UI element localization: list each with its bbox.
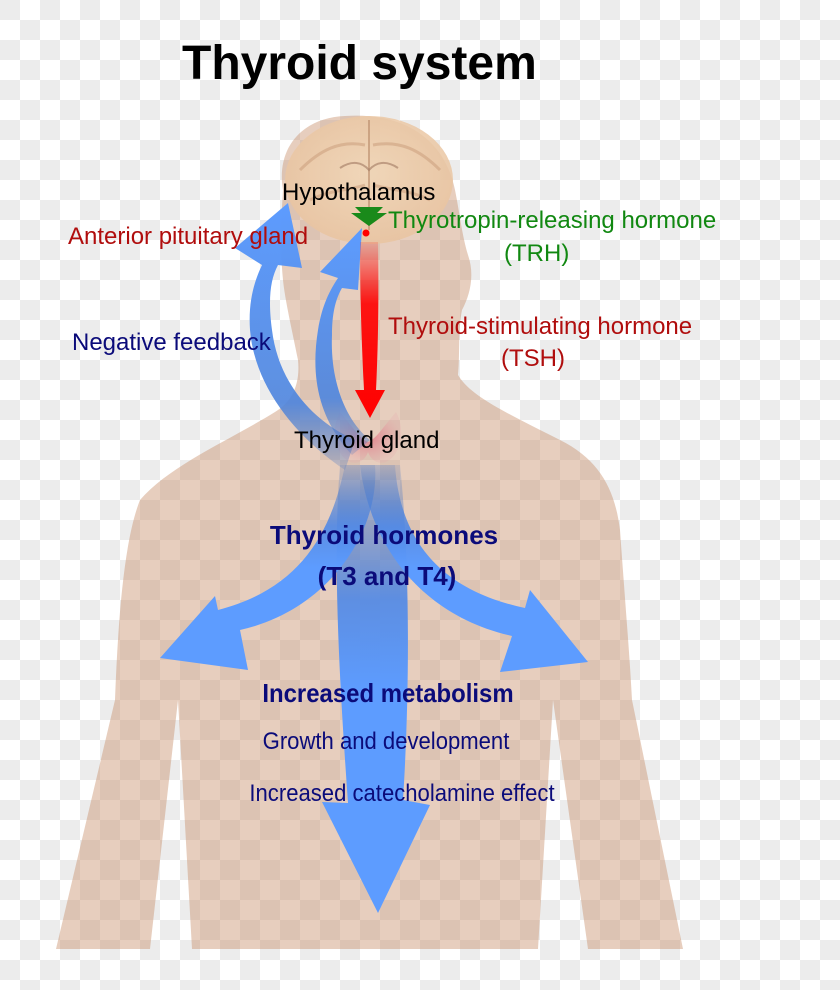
label-hypothalamus: Hypothalamus — [282, 179, 436, 206]
label-trh: Thyrotropin-releasing hormone — [388, 207, 717, 234]
label-thyroid-gland: Thyroid gland — [294, 427, 440, 454]
label-anterior-pituitary: Anterior pituitary gland — [68, 223, 309, 250]
effect-2-text: Growth and development — [262, 728, 510, 755]
label-tsh-abbr: (TSH) — [501, 345, 565, 372]
page-title: Thyroid system — [182, 37, 537, 90]
trh-arrow-icon — [351, 207, 387, 226]
brain-icon — [285, 116, 453, 244]
effect-growth-development: Growth and development — [252, 730, 520, 754]
label-trh-abbr: (TRH) — [504, 240, 570, 267]
effect-catecholamine: Increased catecholamine effect — [236, 782, 568, 806]
effect-increased-metabolism: Increased metabolism — [251, 680, 524, 706]
label-thyroid-hormones: Thyroid hormones — [269, 520, 499, 550]
label-negative-feedback: Negative feedback — [72, 329, 271, 356]
pituitary-dot-icon — [362, 229, 370, 237]
label-tsh: Thyroid-stimulating hormone — [388, 313, 693, 340]
effect-3-text: Increased catecholamine effect — [249, 780, 555, 807]
thyroid-hormone-arrows-icon — [160, 465, 588, 913]
negative-feedback-arrows-icon — [235, 203, 370, 470]
tsh-arrow-icon — [355, 242, 385, 418]
effect-1-text: Increased metabolism — [262, 678, 514, 708]
label-t3-t4: (T3 and T4) — [317, 561, 457, 591]
